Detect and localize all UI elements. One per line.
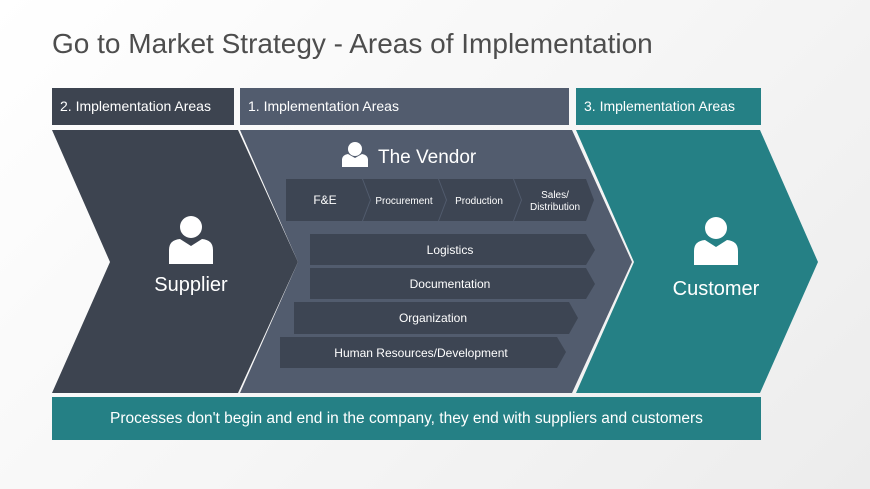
- header-middle: 1. Implementation Areas: [240, 88, 569, 125]
- row-documentation-label: Documentation: [410, 277, 491, 291]
- customer-label: Customer: [673, 278, 760, 300]
- supplier-label: Supplier: [154, 274, 228, 296]
- vendor-person-icon: [342, 142, 368, 167]
- vendor-title: The Vendor: [378, 147, 477, 168]
- step-procurement: [363, 179, 446, 221]
- step-production-label: Production: [455, 196, 503, 207]
- row-human-resources: [280, 337, 566, 368]
- row-organization-label: Organization: [399, 311, 467, 325]
- header-left: 2. Implementation Areas: [52, 88, 234, 125]
- step-sales-distribution: [514, 179, 594, 221]
- row-documentation: [310, 268, 595, 299]
- step-fe-label: F&E: [313, 193, 336, 207]
- step-procurement-label: Procurement: [375, 196, 432, 207]
- row-logistics-label: Logistics: [427, 243, 474, 257]
- supplier-person-icon: [169, 216, 213, 264]
- row-human-resources-label: Human Resources/Development: [334, 346, 508, 360]
- step-distribution-label: Distribution: [530, 202, 580, 213]
- row-organization: [294, 302, 578, 334]
- slide-title: Go to Market Strategy - Areas of Impleme…: [52, 28, 653, 59]
- step-production: [439, 179, 521, 221]
- step-sales-label: Sales/: [541, 190, 569, 201]
- footer-banner: Processes don't begin and end in the com…: [52, 397, 761, 440]
- header-right: 3. Implementation Areas: [576, 88, 761, 125]
- step-fe: [286, 179, 370, 221]
- customer-person-icon: [694, 217, 738, 265]
- row-logistics: [310, 234, 595, 265]
